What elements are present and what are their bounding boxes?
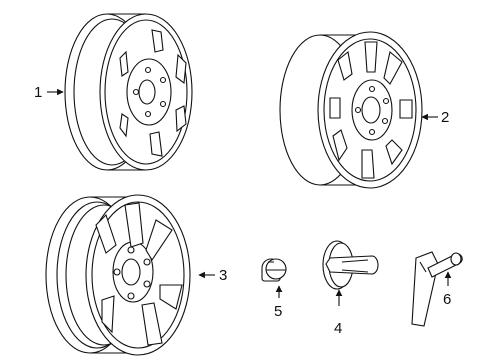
wheel-2 [279, 31, 423, 189]
callout-3: 3 [198, 267, 227, 284]
callout-label-1: 1 [34, 84, 42, 101]
lug-nut [261, 258, 287, 282]
callout-1: 1 [34, 84, 64, 101]
center-cap [322, 240, 379, 290]
callout-4: 4 [334, 289, 342, 337]
wheel-1 [64, 13, 193, 171]
callout-label-3: 3 [219, 267, 227, 284]
callout-5: 5 [274, 285, 282, 320]
callout-label-4: 4 [334, 320, 342, 337]
callout-label-5: 5 [274, 303, 282, 320]
callout-label-2: 2 [441, 109, 449, 126]
callout-6: 6 [443, 271, 451, 308]
wheel-3 [45, 194, 191, 356]
callout-2: 2 [421, 109, 449, 126]
valve-stem [411, 251, 463, 327]
callout-label-6: 6 [443, 291, 451, 308]
